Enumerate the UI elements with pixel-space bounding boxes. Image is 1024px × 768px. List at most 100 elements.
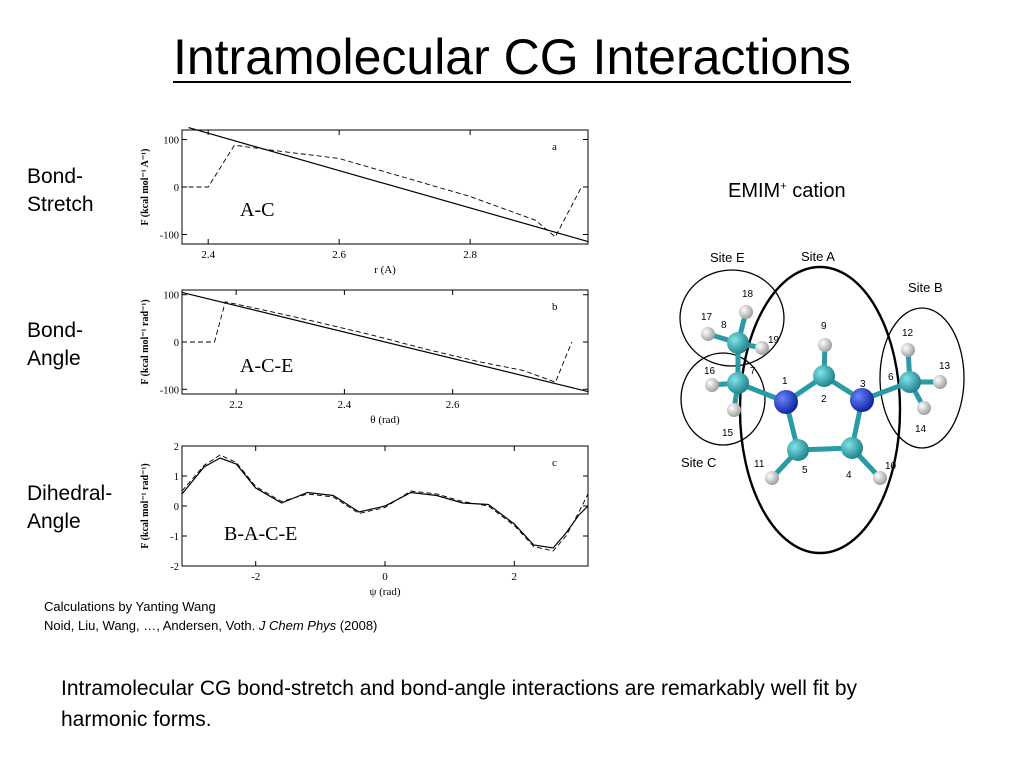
hydrogen-atom [873, 471, 887, 485]
atom-label: 19 [768, 335, 780, 346]
atom-label: 12 [902, 328, 914, 339]
hydrogen-atom [765, 471, 779, 485]
hydrogen-atom [901, 343, 915, 357]
atom-label: 17 [701, 312, 713, 323]
row-label-bond-angle: Bond- Angle [27, 317, 83, 373]
site-c-label: Site C [681, 455, 716, 470]
atom-label: 8 [721, 320, 727, 331]
y-tick-label: 0 [174, 338, 179, 349]
atom-label: 13 [939, 361, 951, 372]
hydrogen-atom [705, 378, 719, 392]
citation: Calculations by Yanting Wang Noid, Liu, … [44, 597, 377, 635]
y-tick-label: -2 [170, 562, 179, 573]
row-label-line2: Angle [27, 510, 81, 533]
atom-label: 2 [821, 394, 827, 405]
simulation-line [181, 454, 589, 552]
y-tick-label: 0 [174, 502, 179, 513]
molecule-title-main: EMIM [728, 180, 781, 202]
interaction-annotation: A-C [240, 199, 274, 221]
simulation-line [182, 301, 573, 383]
panel-letter: b [552, 301, 558, 313]
emim-molecule-diagram: Site E Site A Site B Site C 1 2 3 4 5 6 … [679, 249, 965, 555]
y-tick-label: 0 [174, 183, 179, 194]
interaction-annotation: A-C-E [240, 355, 293, 377]
hydrogen-atom [933, 375, 947, 389]
atom-label: 5 [802, 465, 808, 476]
citation-authors: Noid, Liu, Wang, …, Andersen, Voth. [44, 618, 259, 633]
site-a-label: Site A [801, 249, 835, 264]
hydrogen-atom [755, 341, 769, 355]
row-label-line2: Stretch [27, 193, 94, 216]
x-tick-label: 0 [382, 571, 388, 583]
atom-label: 10 [885, 461, 897, 472]
x-tick-label: 2.4 [201, 249, 215, 261]
panel-letter: a [552, 141, 557, 153]
hydrogen-atom [727, 403, 741, 417]
x-tick-label: 2.6 [332, 249, 346, 261]
x-tick-label: -2 [251, 571, 260, 583]
row-label-line1: Dihedral- [27, 482, 113, 505]
simulation-line [188, 144, 582, 238]
x-axis-label: θ (rad) [370, 414, 400, 426]
y-tick-label: 1 [174, 472, 179, 483]
row-label-dihedral-angle: Dihedral- Angle [27, 480, 112, 536]
y-axis-label: F (kcal mol⁻¹ rad⁻¹) [140, 299, 151, 384]
hydrogen-atom [818, 338, 832, 352]
molecule-title-sup: + [780, 180, 787, 193]
site-b-ellipse [879, 307, 965, 449]
atom-label: 9 [821, 321, 827, 332]
carbon-atom [813, 365, 835, 387]
atom-label: 14 [915, 424, 927, 435]
row-label-line1: Bond- [27, 319, 84, 342]
atom-label: 15 [722, 428, 734, 439]
row-label-line1: Bond- [27, 165, 84, 188]
atom-number-labels: 1 2 3 4 5 6 7 8 9 10 11 12 13 14 15 16 1… [701, 289, 951, 481]
carbon-atom [899, 371, 921, 393]
site-e-ellipse [679, 269, 785, 367]
bond-angle-plot: 2.2 2.4 2.6 100 0 -100 θ (rad) F (kcal mol⁻¹ ra… [140, 289, 589, 426]
interaction-annotation: B-A-C-E [224, 523, 297, 545]
x-tick-label: 2.2 [229, 399, 243, 411]
x-axis-label: ψ (rad) [369, 586, 400, 598]
carbon-atom [841, 437, 863, 459]
x-tick-label: 2.6 [446, 399, 460, 411]
atom-label: 11 [754, 459, 765, 470]
atom-label: 1 [782, 376, 788, 387]
site-c-ellipse [680, 352, 766, 446]
atom-label: 3 [860, 379, 866, 390]
series-group [188, 127, 589, 243]
atom-label: 6 [888, 372, 894, 383]
atom-label: 7 [750, 366, 756, 377]
y-tick-label: -100 [160, 385, 179, 396]
fit-line [188, 127, 589, 243]
x-tick-label: 2.8 [463, 249, 477, 261]
citation-year: (2008) [336, 618, 378, 633]
hydrogen-atom [739, 305, 753, 319]
atom-label: 18 [742, 289, 754, 300]
atom-label: 4 [846, 470, 852, 481]
series-group [181, 291, 589, 393]
series-group [181, 454, 589, 552]
x-tick-label: 2.4 [338, 399, 352, 411]
atom-label: 16 [704, 366, 716, 377]
molecule-title: EMIM+ cation [728, 180, 846, 203]
x-tick-label: 2 [512, 571, 518, 583]
site-b-label: Site B [908, 280, 943, 295]
citation-line1: Calculations by Yanting Wang [44, 599, 216, 614]
nitrogen-atom [774, 390, 798, 414]
site-e-label: Site E [710, 250, 745, 265]
molecule-title-rest: cation [786, 180, 846, 202]
slide-title: Intramolecular CG Interactions [172, 29, 852, 85]
y-tick-label: 100 [163, 136, 179, 147]
y-tick-label: 100 [163, 291, 179, 302]
citation-line2: Noid, Liu, Wang, …, Andersen, Voth. J Ch… [44, 616, 377, 635]
hydrogen-atom [701, 327, 715, 341]
x-axis-label: r (A) [374, 264, 396, 276]
row-label-line2: Angle [27, 347, 81, 370]
y-axis-label: F (kcal mol⁻¹ A⁻¹) [140, 148, 151, 225]
nitrogen-atom [850, 388, 874, 412]
fit-line [181, 291, 589, 393]
y-tick-label: -1 [170, 532, 179, 543]
